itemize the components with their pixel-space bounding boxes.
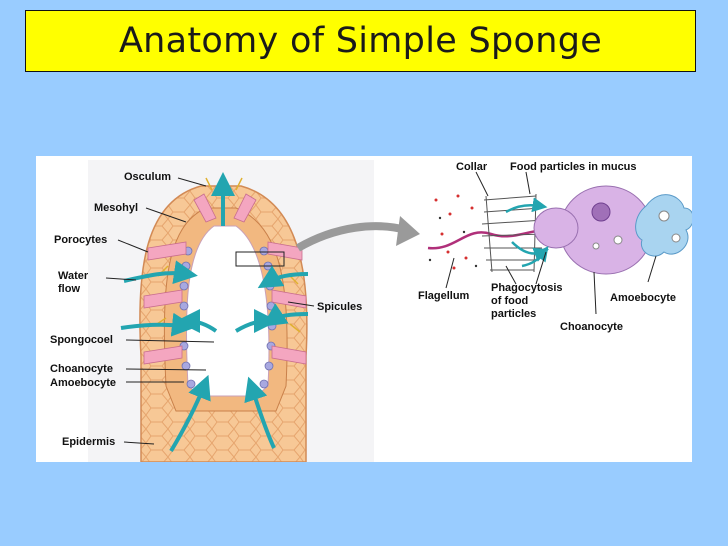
slide-title: Anatomy of Simple Sponge (118, 21, 603, 61)
label-water-flow-2: flow (58, 283, 80, 295)
label-phagocytosis-1: Phagocytosis (491, 282, 563, 294)
label-choanocyte-detail: Choanocyte (560, 321, 623, 333)
zoom-arrow (295, 216, 420, 252)
label-osculum: Osculum (124, 171, 171, 183)
label-amoebocyte-detail: Amoebocyte (610, 292, 676, 304)
label-water-flow-1: Water (58, 270, 89, 282)
label-amoebocyte: Amoebocyte (50, 377, 116, 389)
label-flagellum: Flagellum (418, 290, 470, 302)
sponge-diagram: Osculum Mesohyl Porocytes Water flow Spi… (36, 156, 694, 463)
label-collar: Collar (456, 161, 488, 173)
label-food-particles: Food particles in mucus (510, 161, 637, 173)
label-porocytes: Porocytes (54, 234, 107, 246)
label-epidermis: Epidermis (62, 436, 115, 448)
label-mesohyl: Mesohyl (94, 202, 138, 214)
title-box: Anatomy of Simple Sponge (25, 10, 696, 72)
label-spicules: Spicules (317, 301, 362, 313)
label-phagocytosis-3: particles (491, 308, 536, 320)
label-spongocoel: Spongocoel (50, 334, 113, 346)
right-leader-lines (445, 171, 657, 315)
label-phagocytosis-2: of food (491, 295, 528, 307)
left-leader-lines (105, 177, 315, 445)
sponge-figure: Osculum Mesohyl Porocytes Water flow Spi… (36, 156, 694, 463)
sponge-body (139, 177, 308, 463)
label-choanocyte: Choanocyte (50, 363, 113, 375)
choanocyte-detail (427, 185, 694, 275)
